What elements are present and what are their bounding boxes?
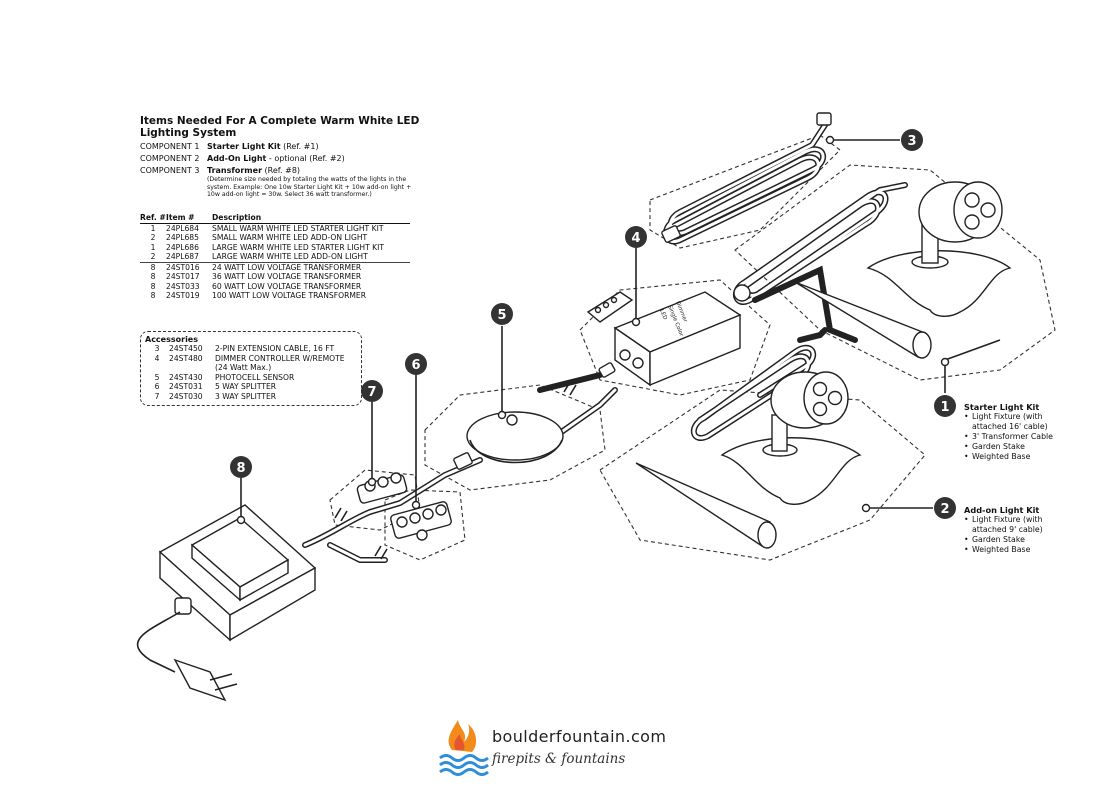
list-item: Weighted Base (964, 452, 1053, 462)
starter-garden-stake (794, 281, 932, 359)
callout-badge-4: 4 (625, 226, 647, 248)
list-item: Light Fixture (with (964, 412, 1053, 422)
callout-badge-5: 5 (491, 303, 513, 325)
svg-text:1: 1 (940, 400, 949, 415)
transformer (158, 504, 317, 642)
addon-light-outline (599, 389, 926, 561)
component-key: COMPONENT 1 (140, 142, 200, 151)
component-ref: - optional (Ref. #2) (266, 154, 345, 163)
extension-cable-coil (661, 112, 832, 245)
addon-kit-title: Add-on Light Kit (964, 505, 1040, 515)
list-item: (24 Watt Max.) (215, 363, 272, 372)
dimmer-controller: LED Single Color Dimmer (598, 291, 742, 387)
addon-garden-stake (635, 462, 777, 549)
list-item: Garden Stake (964, 442, 1053, 452)
component-ref: (Ref. #8) (262, 166, 301, 175)
photocell-sensor (453, 411, 564, 470)
callout-badge-7: 7 (361, 380, 383, 402)
accessories-title: Accessories (145, 335, 198, 344)
component-key: COMPONENT 3 (140, 166, 200, 175)
flame-water-icon (439, 720, 489, 776)
list-item: Garden Stake (964, 535, 1043, 545)
svg-text:8: 8 (236, 461, 245, 476)
column-header-item: Item # (166, 212, 212, 224)
svg-text:7: 7 (367, 385, 376, 400)
list-item: Light Fixture (with (964, 515, 1043, 525)
photocell-outline (424, 384, 606, 491)
main-cable (302, 372, 618, 563)
callout-badge-1: 1 (934, 395, 956, 417)
starter-kit-callout: Starter Light Kit Light Fixture (with at… (964, 402, 1053, 462)
callout-badge-2: 2 (934, 497, 956, 519)
dimmer-label-1: LED (658, 309, 668, 321)
callout-badge-6: 6 (405, 353, 427, 375)
addon-kit-callout: Add-on Light Kit Light Fixture (with att… (964, 505, 1043, 555)
callout-badge-3: 3 (901, 129, 923, 151)
list-item: attached 9' cable) (972, 525, 1043, 534)
dimmer-remote (586, 291, 634, 323)
list-item: attached 16' cable) (972, 422, 1048, 431)
list-item: Weighted Base (964, 545, 1043, 555)
component-row-2: COMPONENT 2 Add-On Light - optional (Ref… (140, 154, 420, 163)
svg-text:6: 6 (411, 358, 420, 373)
logo-tagline: firepits & fountains (492, 751, 626, 767)
leader-1b (944, 339, 1001, 361)
list-item: 3' Transformer Cable (964, 432, 1053, 442)
starter-light-fixture (866, 181, 1012, 317)
transformer-size-note: (Determine size needed by totaling the w… (207, 176, 412, 198)
addon-light-fixture (720, 371, 862, 505)
svg-text:3: 3 (907, 134, 916, 149)
component-key: COMPONENT 2 (140, 154, 200, 163)
callout-badge-8: 8 (230, 456, 252, 478)
column-header-ref: Ref. # (140, 212, 166, 224)
parts-list-panel: Items Needed For A Complete Warm White L… (140, 115, 420, 406)
starter-light-outline (734, 164, 1056, 381)
component-name: Transformer (207, 166, 263, 175)
column-header-description: Description (212, 212, 410, 224)
splitter-5-way (390, 501, 452, 541)
splitter-3-way (356, 472, 408, 504)
component-row-1: COMPONENT 1 Starter Light Kit (Ref. #1) (140, 142, 420, 151)
power-plug (136, 611, 238, 702)
addon-light-cable-coil (691, 327, 828, 441)
svg-text:5: 5 (497, 308, 506, 323)
svg-text:2: 2 (940, 502, 949, 517)
starter-kit-title: Starter Light Kit (964, 402, 1040, 412)
splitter-5way-outline (384, 489, 466, 561)
component-name: Add-On Light (207, 154, 267, 163)
component-ref: (Ref. #1) (280, 142, 319, 151)
brand-logo: boulderfountain.com firepits & fountains (438, 718, 668, 778)
logo-wordmark: boulderfountain.com (492, 727, 667, 746)
page-title: Items Needed For A Complete Warm White L… (140, 115, 420, 139)
component-row-3: COMPONENT 3 Transformer (Ref. #8) (140, 166, 420, 175)
svg-text:4: 4 (631, 231, 640, 246)
component-name: Starter Light Kit (207, 142, 281, 151)
